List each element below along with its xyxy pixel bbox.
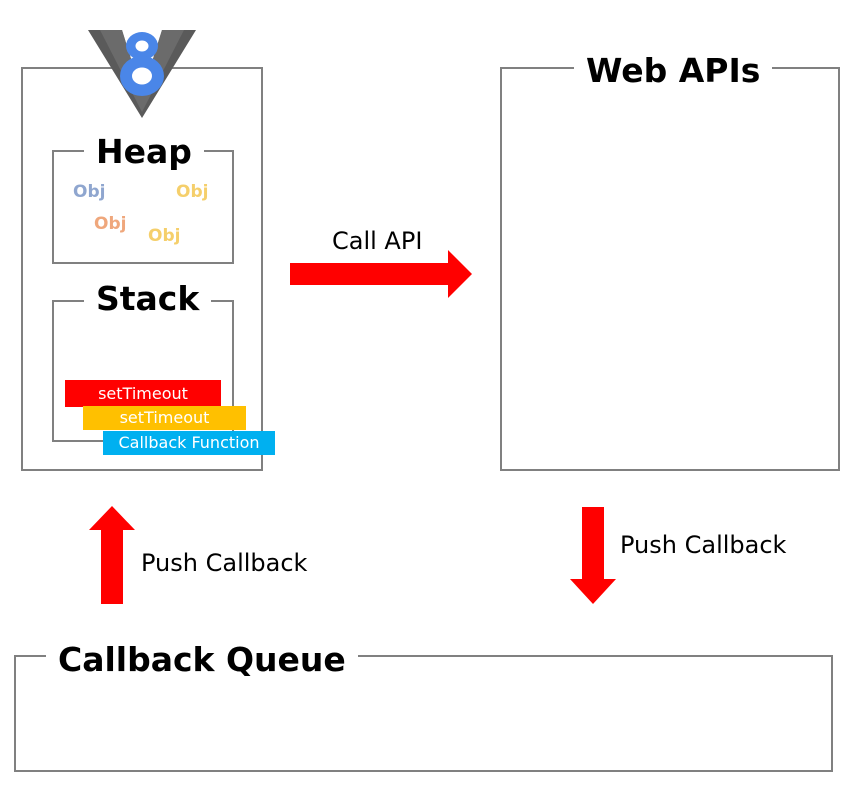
call-api-arrow bbox=[290, 250, 472, 298]
call-api-label: Call API bbox=[332, 227, 423, 255]
stack-frame: Callback Function bbox=[103, 431, 275, 455]
push-callback-down-arrow bbox=[570, 507, 616, 604]
callback-queue-title: Callback Queue bbox=[46, 643, 358, 676]
stack-title: Stack bbox=[84, 282, 212, 315]
push-callback-stack-label: Push Callback bbox=[141, 549, 308, 577]
push-callback-queue-label: Push Callback bbox=[620, 531, 787, 559]
heap-object: Obj bbox=[176, 182, 209, 202]
heap-object: Obj bbox=[94, 214, 127, 234]
callback-queue-box bbox=[14, 655, 833, 772]
web-apis-title: Web APIs bbox=[574, 54, 773, 87]
web-apis-box bbox=[500, 67, 840, 471]
v8-logo-icon bbox=[88, 30, 196, 118]
push-callback-up-arrow bbox=[89, 506, 135, 604]
stack-frame: setTimeout bbox=[65, 380, 221, 407]
heap-object: Obj bbox=[148, 226, 181, 246]
stack-frame: setTimeout bbox=[83, 406, 246, 430]
heap-title: Heap bbox=[84, 135, 204, 168]
heap-object: Obj bbox=[73, 182, 106, 202]
